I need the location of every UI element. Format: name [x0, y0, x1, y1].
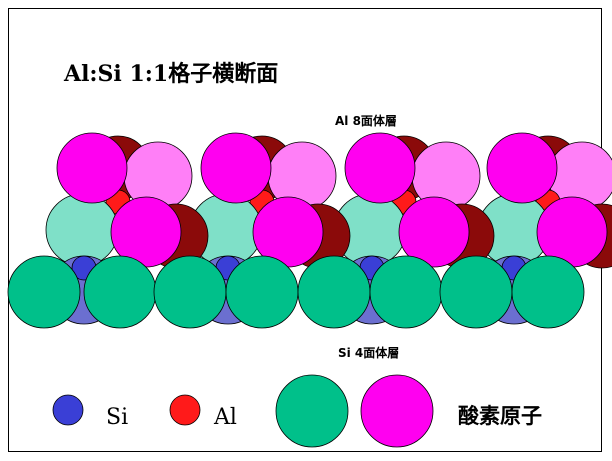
legend-aluminum-icon — [169, 394, 201, 426]
slide-title: Al:Si 1:1格子横断面 — [64, 61, 279, 87]
oxygen-bottom-atom — [511, 255, 585, 329]
legend-oxygen-magenta-icon — [360, 374, 434, 448]
oxygen-bottom-atom — [369, 255, 443, 329]
si-tetrahedral-layer-label: Si 4面体層 — [338, 346, 400, 360]
al-octahedral-layer-label: Al 8面体層 — [335, 114, 397, 128]
legend-silicon-icon — [52, 394, 84, 426]
oxygen-top-atom — [56, 132, 128, 204]
oxygen-top-atom — [486, 132, 558, 204]
oxygen-top-atom — [344, 132, 416, 204]
oxygen-middle-atom — [45, 193, 119, 267]
legend-oxygen-teal-icon — [275, 374, 349, 448]
oxygen-bottom-atom — [153, 255, 227, 329]
oxygen-bottom-atom — [439, 255, 513, 329]
oxygen-top-atom — [200, 132, 272, 204]
oxygen-bottom-atom — [7, 255, 81, 329]
oxygen-bottom-atom — [83, 255, 157, 329]
oxygen-bottom-atom — [297, 255, 371, 329]
oxygen-middle-front-atom — [398, 196, 470, 268]
oxygen-bottom-atom — [225, 255, 299, 329]
